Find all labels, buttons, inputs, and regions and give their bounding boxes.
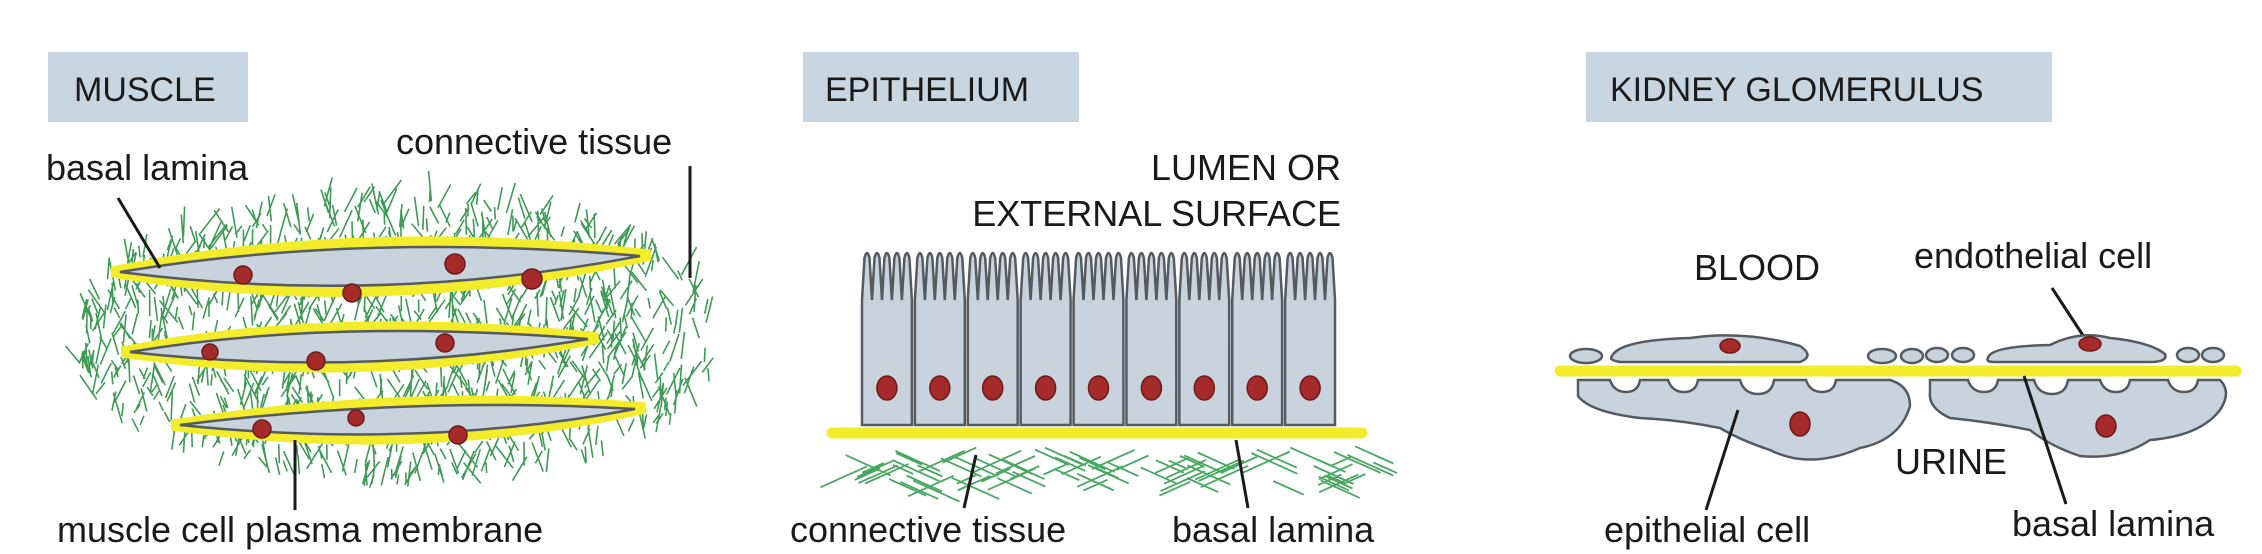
leader-line xyxy=(2050,287,2088,341)
muscle-label-membrane: muscle cell plasma membrane xyxy=(57,509,543,550)
epithelial-cell xyxy=(1283,251,1337,427)
endothelial-fragment xyxy=(1950,346,1976,364)
kidney-label-basal-lamina: basal lamina xyxy=(2012,503,2215,544)
nucleus xyxy=(444,253,466,275)
nucleus xyxy=(233,265,253,285)
endothelial-fragment xyxy=(2200,346,2226,364)
epithelial-cell xyxy=(913,251,967,427)
endothelial-fragment xyxy=(2175,346,2201,364)
epithelium-panel: EPITHELIUM LUMEN OR EXTERNAL SURFACE con… xyxy=(790,52,1398,550)
kidney-label-epithelial: epithelial cell xyxy=(1604,509,1810,550)
nucleus xyxy=(1087,375,1110,401)
podocyte-cells xyxy=(1576,378,2228,461)
endothelial-cells xyxy=(1568,333,2226,365)
endothelial-cell xyxy=(1609,334,1809,364)
kidney-label-urine: URINE xyxy=(1895,441,2007,482)
leader-line xyxy=(116,197,162,269)
epithelium-label-connective-tissue: connective tissue xyxy=(790,509,1066,550)
nucleus xyxy=(876,375,898,401)
nucleus xyxy=(2078,336,2102,352)
leader-line xyxy=(962,454,978,509)
epithelial-cell xyxy=(860,251,914,427)
epithelium-label-lumen-1: LUMEN OR xyxy=(1151,147,1341,188)
kidney-title-box xyxy=(1586,52,2052,122)
kidney-label-endothelial: endothelial cell xyxy=(1914,235,2152,276)
muscle-title: MUSCLE xyxy=(74,71,216,109)
epithelial-cell xyxy=(1019,251,1072,427)
nucleus xyxy=(1299,375,1321,401)
nucleus xyxy=(521,268,543,290)
muscle-label-connective-tissue: connective tissue xyxy=(396,121,672,162)
nucleus xyxy=(1789,411,1811,437)
nucleus xyxy=(342,283,362,303)
epithelial-cell xyxy=(1230,251,1284,427)
epithelial-cell xyxy=(966,251,1019,427)
endothelial-fragment xyxy=(1866,347,1898,365)
podocyte-cell xyxy=(1576,378,1912,461)
muscle-label-basal-lamina: basal lamina xyxy=(46,147,249,188)
endothelial-fragment xyxy=(1924,346,1950,364)
epithelial-cell xyxy=(1125,251,1178,427)
nucleus xyxy=(1719,338,1741,354)
leader-line xyxy=(1704,409,1740,511)
muscle-title-box xyxy=(48,52,248,122)
nucleus xyxy=(929,375,951,401)
leader-line xyxy=(2022,375,2068,505)
nucleus xyxy=(201,343,219,361)
epithelium-title-box xyxy=(803,52,1079,122)
muscle-fiber-3 xyxy=(171,395,647,445)
leader-line xyxy=(1234,439,1250,509)
connective-tissue-mesh xyxy=(820,445,1398,503)
nucleus xyxy=(448,425,468,445)
nucleus xyxy=(306,351,326,371)
epithelium-label-lumen-2: EXTERNAL SURFACE xyxy=(972,193,1341,234)
muscle-fiber-1 xyxy=(110,236,652,303)
kidney-title: KIDNEY GLOMERULUS xyxy=(1610,71,1983,109)
nucleus xyxy=(1193,375,1216,401)
nucleus xyxy=(1140,375,1163,401)
nucleus xyxy=(1246,375,1268,401)
nucleus xyxy=(347,409,365,427)
nucleus xyxy=(252,419,272,439)
nucleus xyxy=(2095,414,2117,438)
podocyte-cell xyxy=(1928,378,2228,458)
kidney-panel: KIDNEY GLOMERULUS BLOOD endothelial cell xyxy=(1554,52,2242,550)
endothelial-fragment xyxy=(1568,347,1604,365)
endothelial-cell xyxy=(1986,333,2167,364)
epithelium-connective-tissue xyxy=(820,445,1398,503)
epithelial-cell-layer xyxy=(860,251,1337,427)
epithelial-cell xyxy=(1178,251,1231,427)
epithelium-label-basal-lamina: basal lamina xyxy=(1172,509,1375,550)
epithelium-title: EPITHELIUM xyxy=(825,71,1029,109)
nucleus xyxy=(1034,375,1057,401)
muscle-fiber-2 xyxy=(120,321,600,373)
muscle-panel: MUSCLE basal lamina connective t xyxy=(46,52,714,550)
nucleus xyxy=(435,333,455,353)
epithelial-cell xyxy=(1072,251,1125,427)
endothelial-fragment xyxy=(1899,347,1925,365)
nucleus xyxy=(981,375,1004,401)
kidney-label-blood: BLOOD xyxy=(1694,247,1820,288)
